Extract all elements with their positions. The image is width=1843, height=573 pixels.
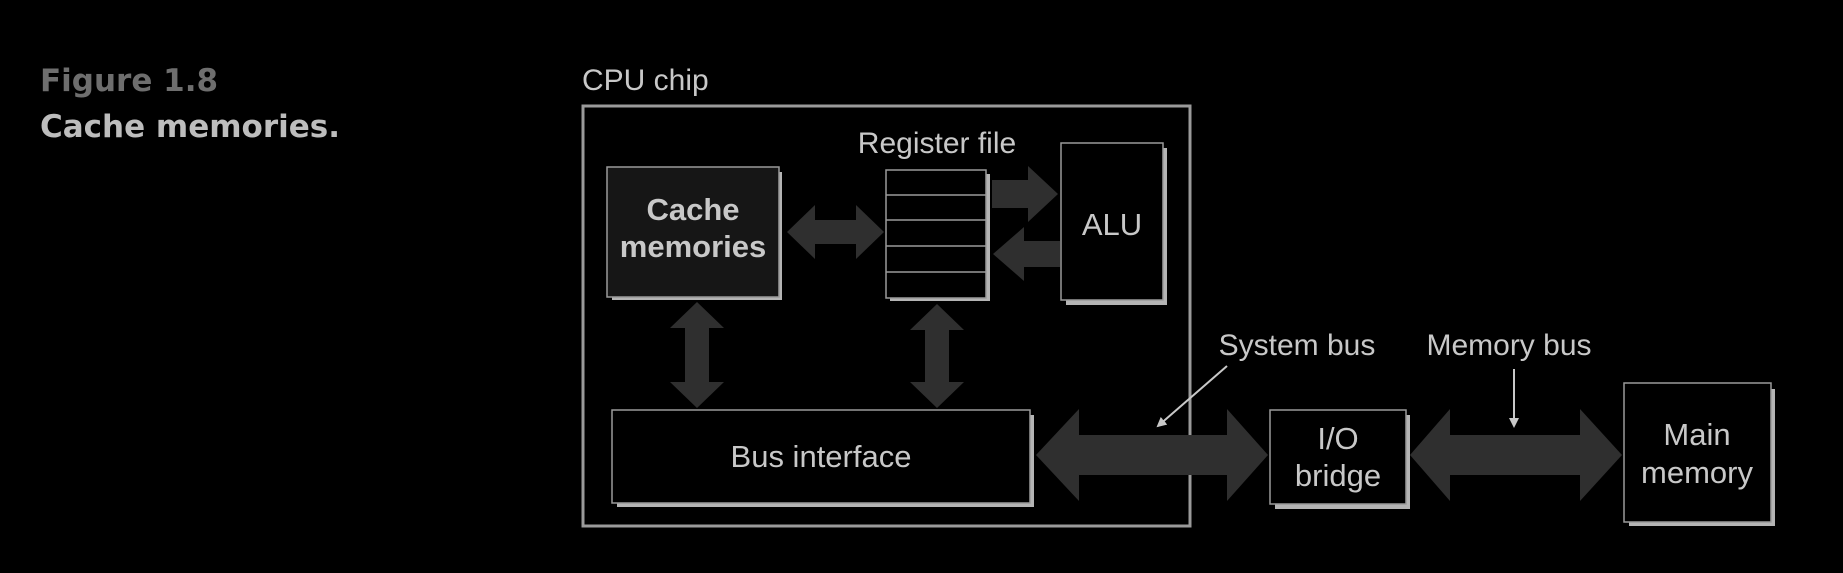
cpu-chip-label: CPU chip <box>582 64 709 97</box>
cache-bus-interface-arrow <box>670 302 724 408</box>
system-bus-label: System bus <box>1219 329 1376 362</box>
register-bus-interface-arrow <box>910 304 964 408</box>
main-memory-box: Main memory <box>1623 382 1775 526</box>
register-to-alu-arrow <box>992 166 1058 222</box>
cache-memories-label-line2: memories <box>620 229 766 264</box>
register-file-block <box>885 169 990 301</box>
system-bus-pointer <box>1156 365 1228 428</box>
io-bridge-box: I/O bridge <box>1269 409 1410 509</box>
bus-interface-label: Bus interface <box>731 439 912 474</box>
figure-title: Cache memories. <box>40 109 341 145</box>
figure-caption: Figure 1.8 Cache memories. <box>40 58 340 150</box>
main-memory-label-line1: Main <box>1663 417 1730 452</box>
cache-memories-box: Cache memories <box>606 166 782 300</box>
main-memory-label-line2: memory <box>1641 455 1753 490</box>
alu-to-register-arrow <box>993 227 1060 281</box>
system-bus-arrow <box>1036 409 1268 501</box>
alu-label: ALU <box>1082 207 1142 242</box>
cache-register-arrow <box>787 205 884 259</box>
cache-memories-label-line1: Cache <box>646 192 739 227</box>
register-file-label: Register file <box>858 127 1016 160</box>
bus-interface-box: Bus interface <box>611 409 1034 507</box>
io-bridge-label-line2: bridge <box>1295 458 1381 493</box>
cpu-chip-box <box>581 104 1192 528</box>
memory-bus-arrow <box>1410 409 1622 501</box>
figure-number: Figure 1.8 <box>40 63 219 99</box>
memory-bus-label: Memory bus <box>1426 329 1591 362</box>
alu-box: ALU <box>1060 142 1167 305</box>
io-bridge-label-line1: I/O <box>1317 421 1358 456</box>
